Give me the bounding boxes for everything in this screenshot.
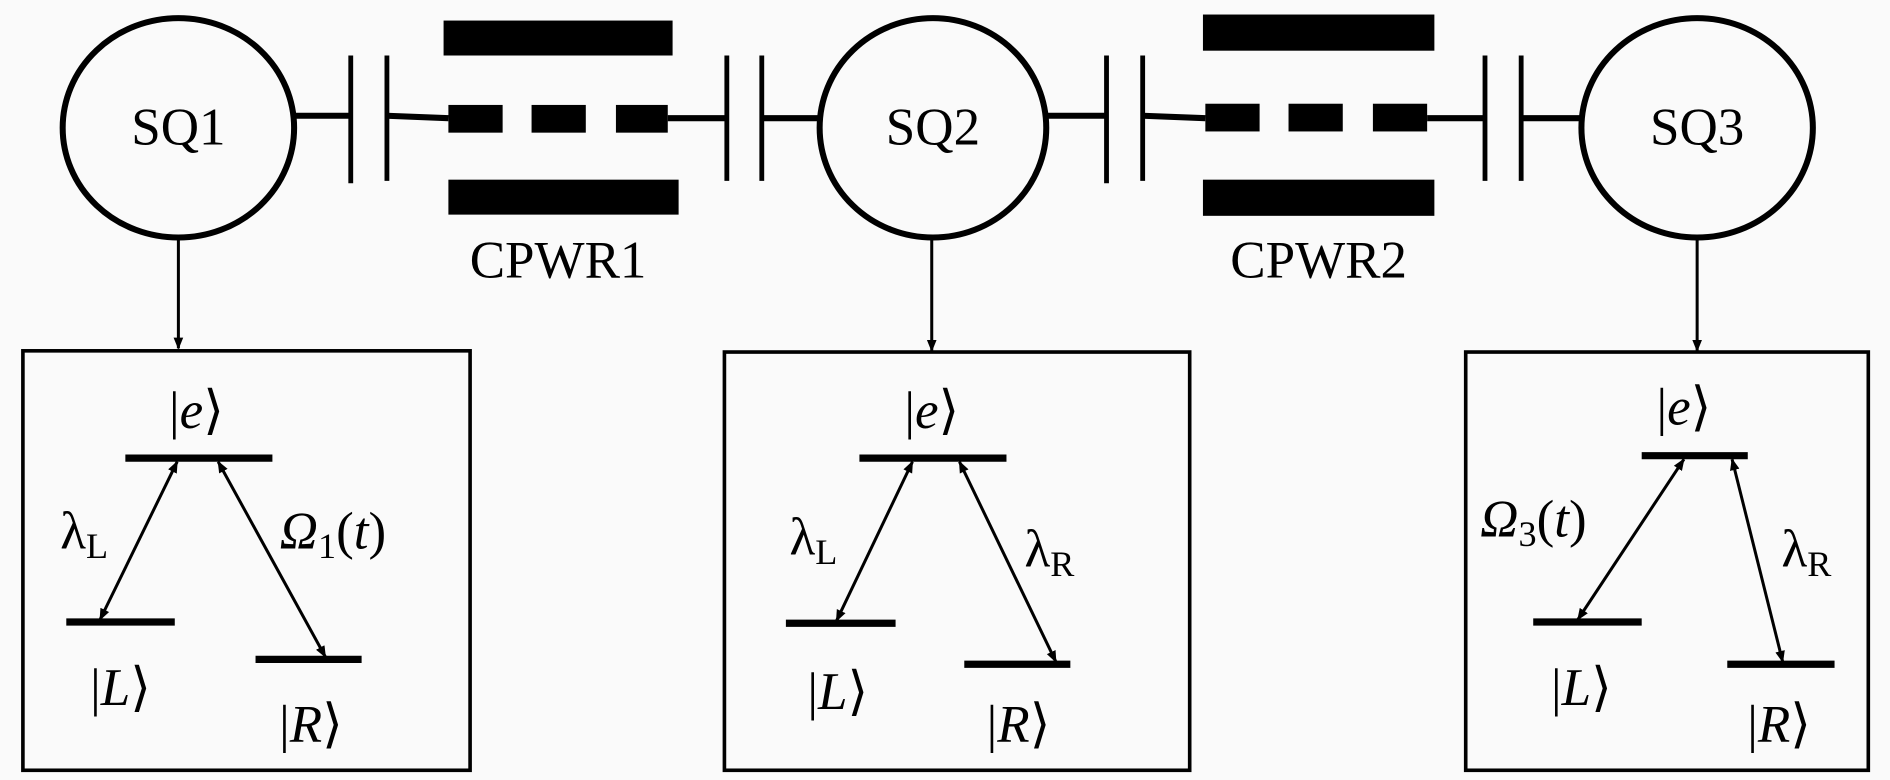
ket-L: |L⟩ — [90, 659, 151, 717]
ket-L: |L⟩ — [807, 663, 868, 721]
center-strip-segment — [1288, 103, 1343, 132]
center-strip-segment — [1372, 103, 1428, 132]
wire — [1142, 112, 1206, 122]
transition-arrow — [1576, 458, 1686, 621]
level-box — [21, 349, 472, 773]
transition-arrow — [216, 460, 327, 659]
resonator-label: CPWR1 — [470, 231, 647, 289]
ket-L: |L⟩ — [1551, 659, 1612, 717]
transition-arrow — [958, 460, 1058, 663]
ket-R: |R⟩ — [987, 695, 1051, 753]
transition-arrow — [835, 460, 914, 622]
ground-plane-bottom — [1202, 179, 1435, 216]
coupling-lambda-R: λR — [1782, 521, 1833, 585]
transition-arrow — [98, 460, 179, 621]
coupling-lambda-L: λL — [790, 509, 838, 573]
level-diagram-sq3: |e⟩ |L⟩ |R⟩ Ω3(t) λR — [1463, 350, 1871, 773]
wire — [386, 112, 449, 122]
transition-arrow — [1730, 458, 1785, 663]
level-diagram-sq2: |e⟩ |L⟩ |R⟩ λL λR — [722, 350, 1192, 773]
ket-e: |e⟩ — [904, 382, 959, 440]
level-box — [722, 350, 1192, 773]
qubit-label: SQ1 — [131, 99, 225, 157]
level-diagram-sq1: |e⟩ |L⟩ |R⟩ λL Ω1(t) — [21, 349, 472, 773]
qubit-sq3: SQ3 — [1578, 15, 1816, 241]
ground-plane-top — [1202, 14, 1435, 51]
resonator-cpwr1: CPWR1 — [294, 20, 821, 289]
ket-R: |R⟩ — [1747, 695, 1811, 753]
ground-plane-top — [443, 20, 673, 56]
qubit-label: SQ3 — [1650, 99, 1744, 157]
ket-e: |e⟩ — [169, 382, 224, 440]
coupling-lambda-L: λL — [60, 503, 108, 567]
qubit-sq1: SQ1 — [59, 15, 298, 241]
drive-omega-3: Ω3(t) — [1480, 490, 1586, 554]
center-strip-segment — [615, 104, 668, 133]
coupling-lambda-R: λR — [1025, 521, 1076, 585]
resonator-label: CPWR2 — [1230, 231, 1407, 289]
qubit-sq2: SQ2 — [816, 15, 1050, 241]
level-box — [1463, 350, 1871, 773]
center-strip-segment — [448, 104, 503, 133]
drive-omega-1: Ω1(t) — [280, 503, 386, 567]
center-strip-segment — [531, 104, 586, 133]
ground-plane-bottom — [448, 179, 679, 215]
ket-R: |R⟩ — [279, 695, 343, 753]
resonator-cpwr2: CPWR2 — [1046, 14, 1583, 289]
qubit-label: SQ2 — [886, 99, 980, 157]
center-strip-segment — [1205, 103, 1260, 132]
ket-e: |e⟩ — [1656, 378, 1711, 436]
